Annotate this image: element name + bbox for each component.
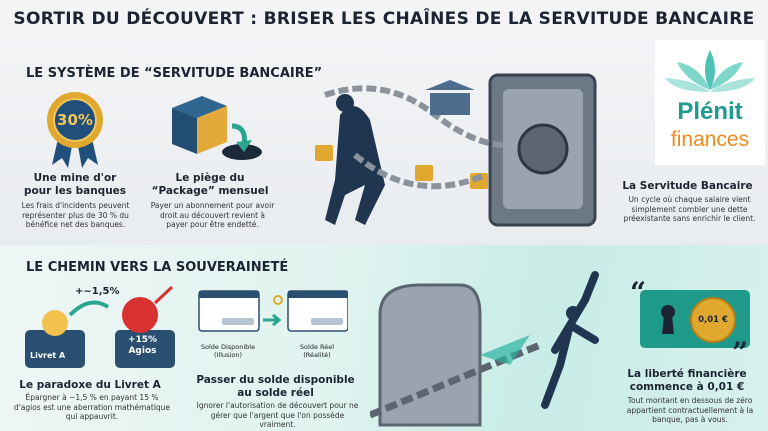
- medal-icon: 30%: [40, 90, 110, 170]
- solde-reel-l1: Solde Réel: [299, 343, 335, 351]
- livret-title: Le paradoxe du Livret A: [19, 379, 161, 391]
- coin-value: 0,01 €: [698, 315, 728, 325]
- livret-wallets-illustration: +~1,5% Livret A +15%Agios: [20, 285, 180, 370]
- logo-line2: finances: [670, 128, 750, 151]
- package-title: Le piège du“Package” mensuel: [140, 172, 280, 198]
- goldmine-title-l2: pour les banques: [23, 185, 127, 197]
- solde-desc: Ignorer l'autorisation de découvert pour…: [196, 401, 359, 429]
- quote-open-icon: “: [630, 280, 646, 309]
- medal-value: 30%: [57, 111, 93, 129]
- liberte-title-l1: La liberté financière: [627, 368, 747, 380]
- page-title: SORTIR DU DÉCOUVERT : BRISER LES CHAÎNES…: [13, 9, 755, 29]
- livret-desc: Épargner à ~1,5 % en payant 15 % d'agios…: [13, 393, 171, 421]
- chained-man-vault-illustration: [295, 55, 615, 240]
- solde-disponible-l1: Solde Disponible: [200, 343, 256, 351]
- solde-disponible-label: Solde Disponible(Illusion): [190, 343, 266, 359]
- solde-title-l1: Passer du solde disponible: [196, 374, 355, 386]
- livret-rate: +~1,5%: [75, 286, 120, 297]
- liberte-desc: Tout montant en dessous de zéro appartie…: [626, 396, 754, 424]
- package-desc: Payer un abonnement pour avoir droit au …: [150, 201, 275, 229]
- wallet-livret-label: Livret A: [30, 351, 66, 360]
- servitude-title: La Servitude Bancaire: [622, 180, 753, 192]
- quote-close-icon: ”: [732, 336, 748, 355]
- logo-line1: Plénit: [677, 98, 743, 125]
- package-title-l1: Le piège du: [175, 172, 245, 184]
- package-title-l2: “Package” mensuel: [151, 185, 269, 197]
- wallet-agios-text: Agios: [128, 346, 157, 356]
- liberte-title-l2: commence à 0,01 €: [629, 381, 745, 393]
- lotus-icon: [665, 50, 755, 92]
- top-section-bg: [0, 0, 768, 245]
- plenit-finances-logo: Plénit finances: [655, 40, 765, 165]
- solde-reel-label: Solde Réel(Réalité): [282, 343, 352, 359]
- section-heading-souverainete: LE CHEMIN VERS LA SOUVERAINETÉ: [26, 260, 289, 275]
- solde-windows-illustration: [198, 290, 348, 335]
- solde-disponible-l2: (Illusion): [213, 351, 242, 359]
- wallet-agios-rate: +15%: [127, 335, 158, 345]
- section-heading-servitude: LE SYSTÈME DE “SERVITUDE BANCAIRE”: [26, 66, 323, 81]
- solde-title-l2: au solde réel: [237, 387, 314, 399]
- servitude-desc: Un cycle où chaque salaire vient simplem…: [623, 195, 756, 223]
- package-trap-icon: [162, 88, 272, 168]
- keyhole-coin-card: “ ” 0,01 €: [628, 280, 758, 355]
- wallet-agios-label: +15%Agios: [120, 335, 165, 357]
- goldmine-title-l1: Une mine d'or: [33, 172, 117, 184]
- solde-reel-l2: (Réalité): [303, 351, 331, 359]
- goldmine-desc: Les frais d'incidents peuvent représente…: [21, 201, 130, 229]
- broken-chain-man-illustration: [370, 255, 620, 431]
